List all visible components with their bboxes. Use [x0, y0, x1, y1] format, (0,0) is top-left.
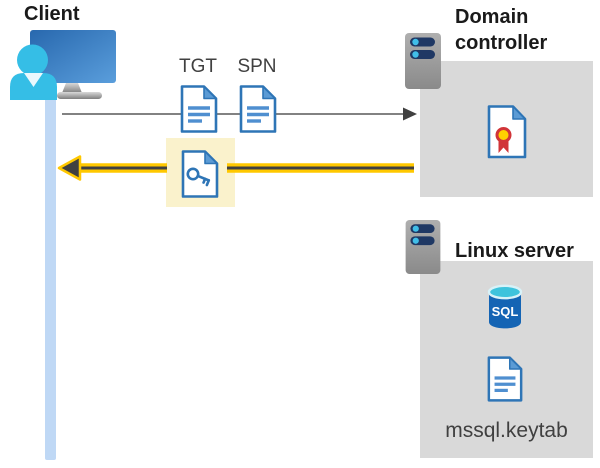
client-device-icon: [10, 30, 116, 100]
response-arrow: [57, 155, 414, 181]
linux-server-title: Linux server: [455, 240, 574, 262]
server-icon-domain-controller: [405, 33, 441, 89]
certificate-icon: [487, 105, 527, 159]
spn-document-icon: [239, 85, 277, 133]
tgt-label: TGT: [179, 56, 217, 77]
request-arrow: [62, 107, 417, 121]
keytab-document-icon: [487, 356, 523, 402]
domain-controller-title: Domain controller: [455, 6, 548, 54]
keytab-filename-label: mssql.keytab: [445, 419, 568, 442]
key-document-icon: [181, 150, 219, 198]
response-arrowhead: [57, 155, 82, 181]
key-icon: [186, 167, 211, 187]
client-title: Client: [24, 3, 80, 25]
sql-database-icon: SQL: [487, 284, 523, 329]
server-icon-linux: [405, 219, 441, 275]
user-icon: [10, 44, 57, 100]
tgt-document-icon: [180, 85, 218, 133]
request-arrowhead: [403, 107, 417, 121]
client-lifeline: [45, 95, 56, 460]
monitor-icon: [30, 30, 116, 99]
sql-icon-label: SQL: [492, 304, 519, 319]
spn-label: SPN: [237, 56, 277, 77]
